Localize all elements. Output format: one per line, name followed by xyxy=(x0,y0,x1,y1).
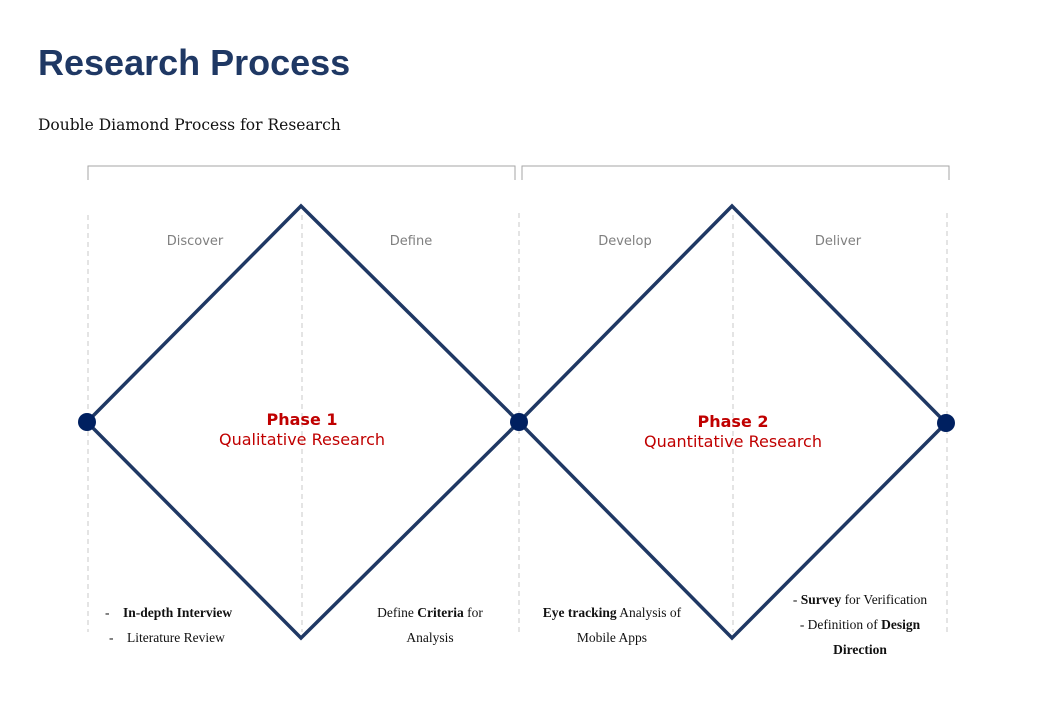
phase2-title: Phase 2 xyxy=(697,412,769,431)
note-literature-review: Literature Review xyxy=(127,630,225,645)
note-text: for xyxy=(463,605,483,620)
note-bold: Criteria xyxy=(417,605,464,620)
discover-notes: -In-depth Interview -Literature Review xyxy=(95,600,265,650)
phase1-subtitle: Qualitative Research xyxy=(218,430,385,449)
note-text: - Definition of xyxy=(799,617,882,632)
phase2-label: Phase 2 Quantitative Research xyxy=(603,412,863,452)
note-bold: Survey xyxy=(800,592,842,607)
node-end xyxy=(937,414,955,432)
note-bold: Eye tracking xyxy=(542,605,617,620)
note-in-depth-interview: In-depth Interview xyxy=(123,605,233,620)
note-text: - xyxy=(792,592,801,607)
note-text: for Verification xyxy=(841,592,928,607)
phase1-bracket xyxy=(87,165,516,180)
deliver-notes: - Survey for Verification - Definition o… xyxy=(775,587,945,662)
page-title: Research Process xyxy=(38,42,351,83)
note-bold: Direction xyxy=(833,642,887,657)
develop-notes: Eye tracking Analysis of Mobile Apps xyxy=(532,600,692,650)
note-text: Define xyxy=(377,605,418,620)
phase1-title: Phase 1 xyxy=(266,410,338,429)
phase1-label: Phase 1 Qualitative Research xyxy=(172,410,432,450)
stage-define: Define xyxy=(389,234,433,249)
bullet: - xyxy=(109,630,114,645)
note-bold: Design xyxy=(881,617,921,632)
phase2-subtitle: Quantitative Research xyxy=(644,432,822,451)
bullet: - xyxy=(105,605,110,620)
phase2-bracket xyxy=(521,165,950,180)
node-middle xyxy=(510,413,528,431)
stage-deliver: Deliver xyxy=(814,234,862,249)
stage-develop: Develop xyxy=(598,234,652,249)
stage-discover: Discover xyxy=(166,234,224,249)
note-text: Analysis of xyxy=(616,605,682,620)
define-notes: Define Criteria for Analysis xyxy=(350,600,510,650)
node-start xyxy=(78,413,96,431)
note-text: Mobile Apps xyxy=(576,630,648,645)
note-text: Analysis xyxy=(406,630,454,645)
page-subtitle: Double Diamond Process for Research xyxy=(38,116,341,134)
